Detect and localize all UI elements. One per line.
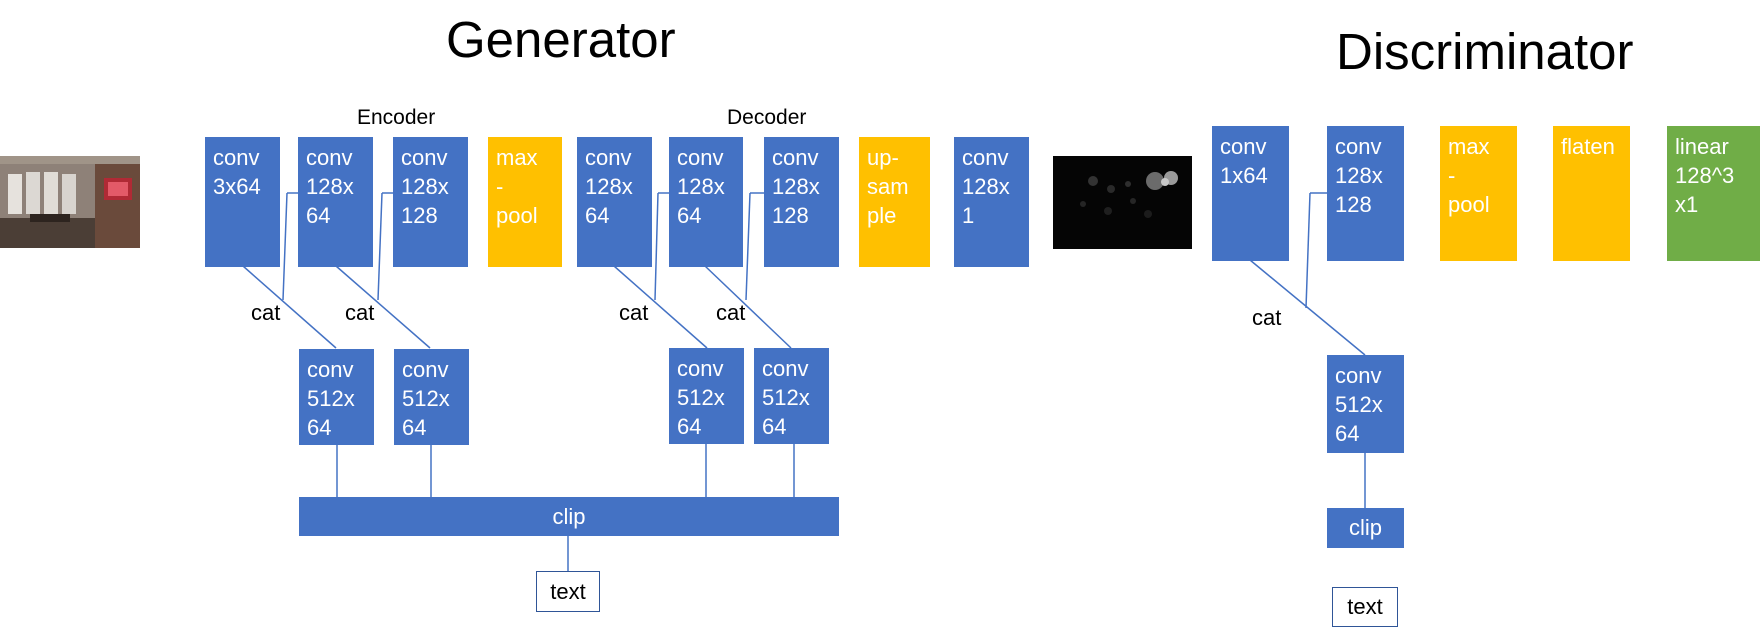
discriminator-text-input: text <box>1332 587 1398 627</box>
decoder-output-conv-block: conv 128x 1 <box>954 137 1029 267</box>
generator-title: Generator <box>446 11 676 68</box>
cat-label: cat <box>345 300 375 325</box>
discriminator-conv-block-2: conv 128x 128 <box>1327 126 1404 261</box>
cat-label: cat <box>716 300 746 325</box>
encoder-conv-block-1: conv 3x64 <box>205 137 280 267</box>
decoder-conv-block-2: conv 128x 64 <box>669 137 743 267</box>
cat-label: cat <box>1252 305 1282 330</box>
discriminator-flaten-block: flaten <box>1553 126 1630 261</box>
encoder-conv-block-2: conv 128x 64 <box>298 137 373 267</box>
input-image <box>0 156 140 248</box>
discriminator-conv-block-1: conv 1x64 <box>1212 126 1289 261</box>
decoder-upsample-block: up- sam ple <box>859 137 930 267</box>
decoder-side-conv-block-2: conv 512x 64 <box>754 348 829 444</box>
generator-text-input: text <box>536 571 600 612</box>
encoder-side-conv-block-1: conv 512x 64 <box>299 349 374 445</box>
cat-label: cat <box>619 300 649 325</box>
discriminator-clip-box: clip <box>1327 508 1404 548</box>
decoder-conv-block-1: conv 128x 64 <box>577 137 652 267</box>
encoder-conv-block-3: conv 128x 128 <box>393 137 468 267</box>
decoder-side-conv-block-1: conv 512x 64 <box>669 348 744 444</box>
discriminator-maxpool-block: max - pool <box>1440 126 1517 261</box>
discriminator-title: Discriminator <box>1336 23 1634 80</box>
decoder-label: Decoder <box>727 106 807 129</box>
generator-clip-bar: clip <box>299 497 839 536</box>
encoder-maxpool-block: max - pool <box>488 137 562 267</box>
encoder-label: Encoder <box>357 106 436 129</box>
encoder-side-conv-block-2: conv 512x 64 <box>394 349 469 445</box>
decoder-conv-block-3: conv 128x 128 <box>764 137 839 267</box>
discriminator-linear-block: linear 128^3 x1 <box>1667 126 1760 261</box>
cat-label: cat <box>251 300 281 325</box>
discriminator-side-conv-block: conv 512x 64 <box>1327 355 1404 453</box>
output-image <box>1053 156 1192 249</box>
